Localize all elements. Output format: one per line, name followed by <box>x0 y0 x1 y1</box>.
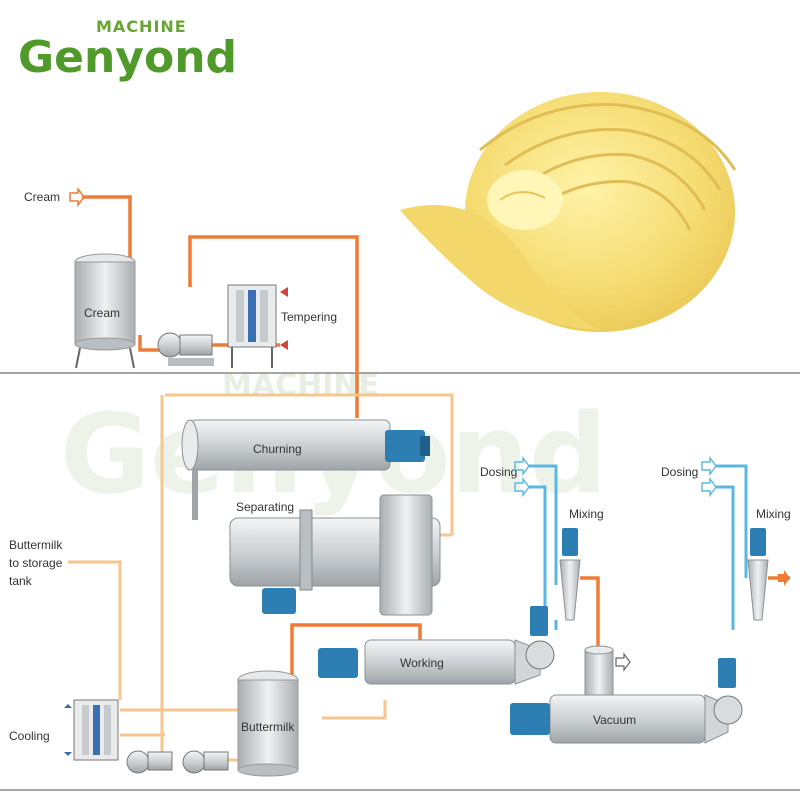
separating-label: Separating <box>236 500 294 514</box>
buttermilk-out-label-1: Buttermilk <box>9 538 63 552</box>
cream-tank: Cream <box>74 253 136 369</box>
mixing-1-label: Mixing <box>569 507 604 521</box>
buttermilk-pumps <box>126 750 229 774</box>
logo-brand-text: Genyond <box>18 32 237 83</box>
dosing-2-label: Dosing <box>661 465 698 479</box>
watermark-machine-text: MACHINE <box>222 368 379 403</box>
butter-curl-image <box>400 92 737 332</box>
working-cylinder: Working <box>318 606 555 685</box>
dosing-pipes <box>528 464 748 630</box>
churning-cylinder: Churning <box>181 419 430 520</box>
buttermilk-out-label-2: to storage <box>9 556 63 570</box>
churning-label: Churning <box>253 442 302 456</box>
dosing-1-label: Dosing <box>480 465 517 479</box>
cream-inlet: Cream <box>24 186 85 208</box>
cooling-label: Cooling <box>9 729 50 743</box>
vacuum-tower <box>584 645 631 701</box>
mixing-2-label: Mixing <box>756 507 791 521</box>
mixer-1: Dosing Mixing <box>480 455 604 621</box>
cooling-heat-exchanger: Cooling <box>9 699 119 761</box>
cream-pump <box>157 332 214 366</box>
brand-logo: MACHINE Genyond <box>18 17 237 83</box>
tempering-label: Tempering <box>281 310 337 324</box>
buttermilk-outlet: Buttermilk to storage tank <box>9 538 63 588</box>
tempering-heat-exchanger: Tempering <box>227 284 337 368</box>
cream-inlet-label: Cream <box>24 190 60 204</box>
vacuum-cylinder: Vacuum <box>510 658 743 744</box>
working-label: Working <box>400 656 444 670</box>
buttermilk-tank-label: Buttermilk <box>241 720 295 734</box>
buttermilk-pipes <box>68 393 454 762</box>
logo-machine-text: MACHINE <box>96 17 187 36</box>
cream-tank-label: Cream <box>84 306 120 320</box>
separating-drum: Separating <box>229 494 441 616</box>
buttermilk-tank: Buttermilk <box>237 670 299 777</box>
mixer-2: Dosing Mixing <box>661 455 791 621</box>
buttermilk-out-label-3: tank <box>9 574 33 588</box>
vacuum-label: Vacuum <box>593 713 636 727</box>
